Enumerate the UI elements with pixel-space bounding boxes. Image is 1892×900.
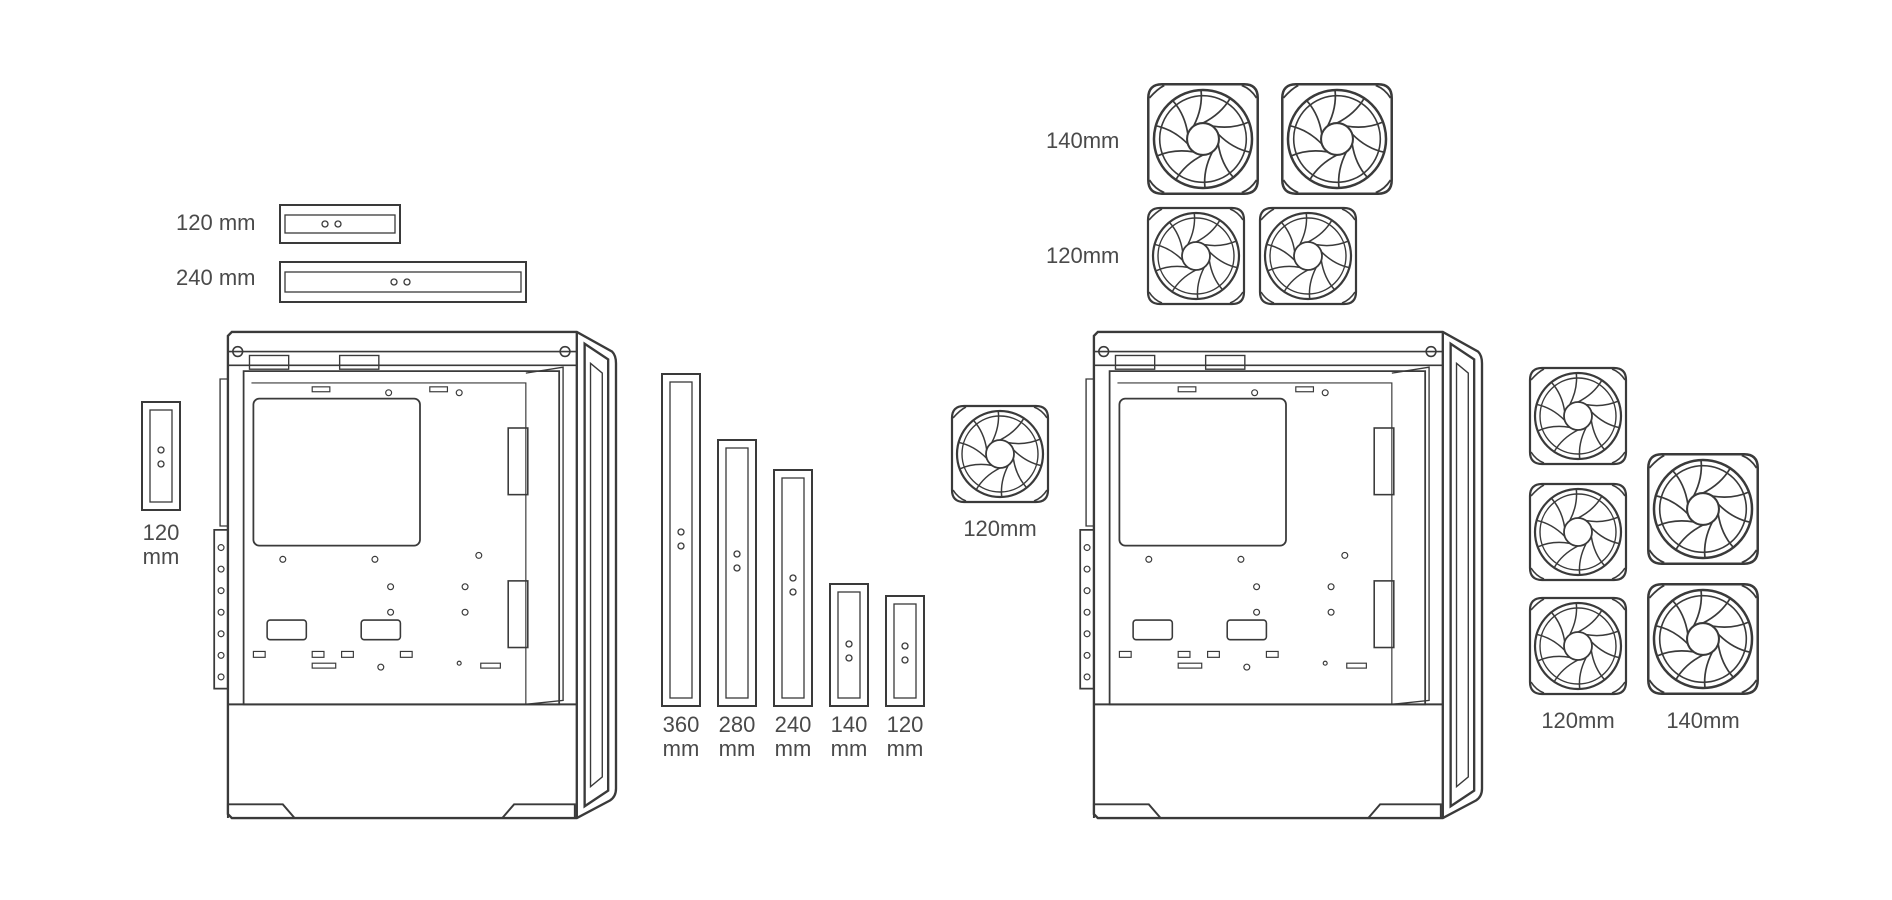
top-radiator-240: 240 mm bbox=[176, 261, 527, 303]
right-panel-fan-support: 140mm 120mm 120mm 120mm 140mm bbox=[950, 83, 1759, 820]
front-radiator-140: 140 mm bbox=[829, 583, 869, 761]
top-radiator-120-label: 120 mm bbox=[176, 210, 255, 235]
left-panel-radiator-support: 120 mm 240 mm 120 mm bbox=[141, 204, 925, 820]
front-radiator-120-label-2: mm bbox=[887, 736, 924, 761]
pc-case-icon bbox=[212, 330, 618, 820]
top-fans-120-label: 120mm bbox=[1046, 243, 1119, 268]
front-radiator-120-label-1: 120 bbox=[887, 712, 924, 737]
fan-icon bbox=[1281, 83, 1393, 195]
top-fans-140-label: 140mm bbox=[1046, 128, 1119, 153]
top-fans-140: 140mm bbox=[1046, 83, 1393, 195]
front-radiator-240-label-1: 240 bbox=[775, 712, 812, 737]
front-radiator-280-label-1: 280 bbox=[719, 712, 756, 737]
top-fans-120: 120mm bbox=[1046, 206, 1358, 306]
front-fans-120: 120mm bbox=[1528, 366, 1628, 733]
fan-icon bbox=[1528, 596, 1628, 696]
rear-radiator-label-2: mm bbox=[143, 544, 180, 569]
rear-radiator-120: 120 mm bbox=[141, 401, 181, 569]
pc-case-icon bbox=[1078, 330, 1484, 820]
top-radiator-120: 120 mm bbox=[176, 204, 401, 244]
fan-icon bbox=[950, 404, 1050, 504]
fan-icon bbox=[1647, 583, 1759, 695]
front-radiators: 360 mm 280 mm 240 mm bbox=[661, 373, 925, 761]
front-radiator-280: 280 mm bbox=[717, 439, 757, 761]
front-radiator-240-label-2: mm bbox=[775, 736, 812, 761]
fan-icon bbox=[1528, 482, 1628, 582]
fan-icon bbox=[1258, 206, 1358, 306]
rear-radiator-label-1: 120 bbox=[143, 520, 180, 545]
front-radiator-120: 120 mm bbox=[885, 595, 925, 761]
front-radiator-360: 360 mm bbox=[661, 373, 701, 761]
front-radiator-360-label-1: 360 bbox=[663, 712, 700, 737]
top-radiator-240-label: 240 mm bbox=[176, 265, 255, 290]
fan-icon bbox=[1647, 453, 1759, 565]
front-radiator-240: 240 mm bbox=[773, 469, 813, 761]
front-fans-140-label: 140mm bbox=[1666, 708, 1739, 733]
rear-fan-label: 120mm bbox=[963, 516, 1036, 541]
fan-icon bbox=[1528, 366, 1628, 466]
front-radiator-360-label-2: mm bbox=[663, 736, 700, 761]
front-fans-120-label: 120mm bbox=[1541, 708, 1614, 733]
fan-icon bbox=[1147, 83, 1259, 195]
front-radiator-140-label-1: 140 bbox=[831, 712, 868, 737]
rear-fan-120: 120mm bbox=[950, 404, 1050, 541]
fan-icon bbox=[1146, 206, 1246, 306]
front-fans-140: 140mm bbox=[1647, 453, 1759, 733]
front-radiator-280-label-2: mm bbox=[719, 736, 756, 761]
front-radiator-140-label-2: mm bbox=[831, 736, 868, 761]
